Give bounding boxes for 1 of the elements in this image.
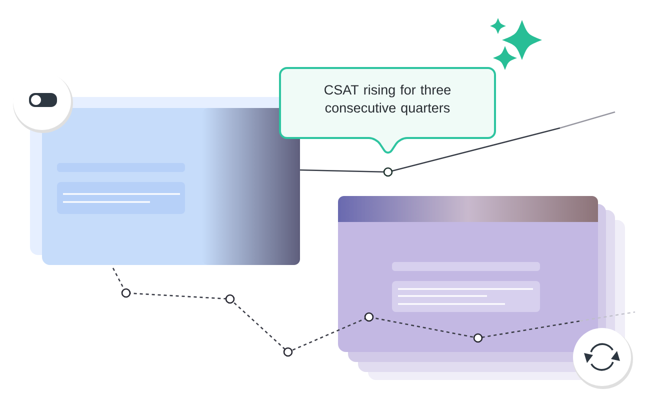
callout-box: CSAT rising for three consecutive quarters	[279, 67, 496, 154]
